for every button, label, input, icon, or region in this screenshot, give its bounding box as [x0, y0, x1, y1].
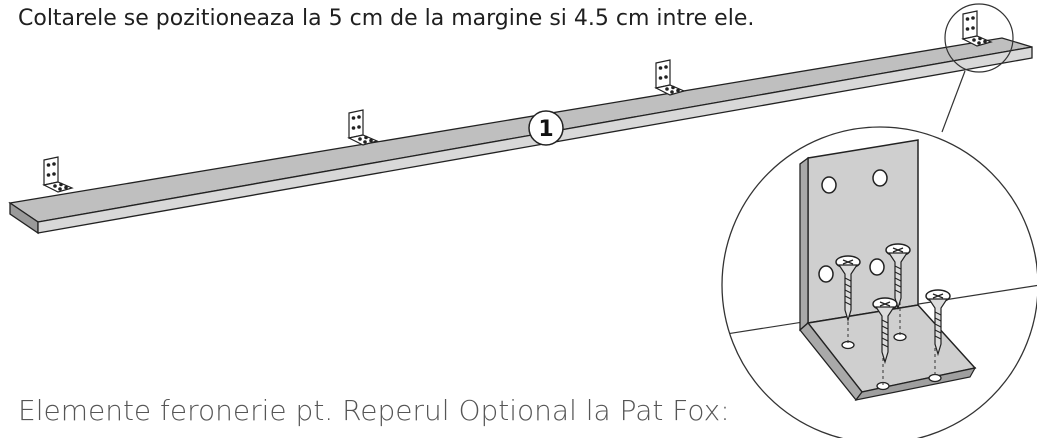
corner-bracket-icon: [348, 109, 378, 146]
part-number-badge: [528, 110, 564, 146]
corner-bracket-icon: [655, 59, 685, 96]
magnifier-connector: [941, 70, 966, 133]
screw-icon: [872, 297, 898, 365]
magnifier-circle: [944, 3, 1014, 73]
corner-bracket-icon: [962, 10, 992, 47]
corner-bracket-icon: [43, 156, 73, 193]
instruction-text: Coltarele se pozitioneaza la 5 cm de la …: [18, 6, 755, 31]
screw-icon: [835, 255, 861, 323]
screw-icon: [925, 289, 951, 357]
part-number-label: 1: [538, 117, 553, 142]
screw-icon: [885, 243, 911, 311]
detail-view: [721, 126, 1037, 438]
hardware-caption: Elemente feronerie pt. Reperul Optional …: [18, 394, 730, 427]
